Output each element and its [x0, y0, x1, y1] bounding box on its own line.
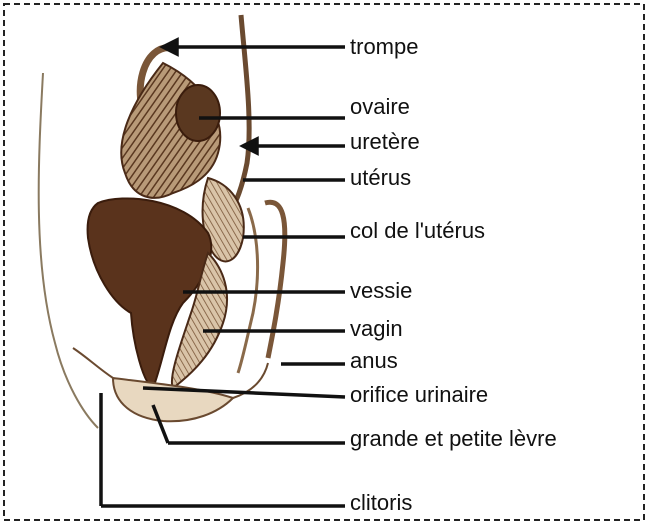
anatomy-diagram-frame: trompe ovaire uretère utérus col de l'ut…: [3, 3, 645, 521]
label-ovaire: ovaire: [350, 95, 410, 119]
label-vessie: vessie: [350, 279, 412, 303]
label-anus: anus: [350, 349, 398, 373]
label-uretere: uretère: [350, 130, 420, 154]
label-grande-petite-levre: grande et petite lèvre: [350, 427, 557, 451]
label-vagin: vagin: [350, 317, 403, 341]
label-trompe: trompe: [350, 35, 418, 59]
ovary-shape: [176, 85, 220, 141]
label-uterus: utérus: [350, 166, 411, 190]
body-outline: [39, 73, 98, 428]
label-clitoris: clitoris: [350, 491, 412, 515]
rectum-shape: [265, 202, 285, 358]
label-col-uterus: col de l'utérus: [350, 219, 485, 243]
perineum-line: [73, 348, 113, 378]
label-orifice-urinaire: orifice urinaire: [350, 383, 488, 407]
